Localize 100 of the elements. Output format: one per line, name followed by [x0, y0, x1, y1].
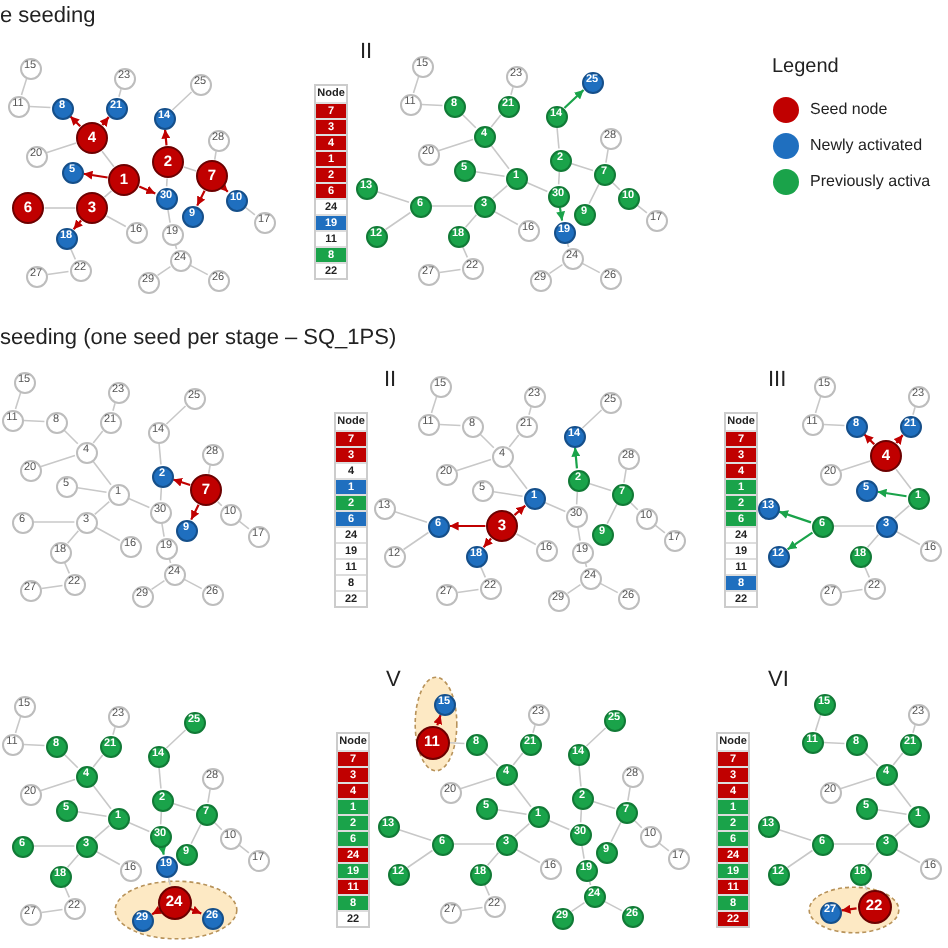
connector-line [430, 396, 438, 414]
panel-label: II [384, 368, 397, 392]
panel-label: III [768, 368, 787, 392]
connector-line [20, 78, 28, 96]
connector-line [105, 215, 127, 228]
connector-line [496, 808, 528, 816]
connector-line [165, 729, 187, 749]
connector-line [127, 821, 151, 833]
connector-line [464, 213, 478, 229]
arrow [172, 477, 191, 487]
connector-line [778, 828, 812, 842]
connector-line [183, 578, 203, 590]
connector-line [76, 486, 108, 494]
legend-title: Legend [772, 56, 839, 78]
connector-line [840, 588, 864, 594]
connector-line [22, 743, 46, 747]
connector-line [512, 782, 532, 808]
node-table [724, 412, 758, 608]
connector-line [438, 268, 462, 274]
connector-line [22, 419, 46, 423]
connector-line [557, 170, 561, 186]
connector-line [394, 510, 428, 524]
highlight-ellipse [808, 886, 900, 934]
connector-line [840, 776, 876, 790]
connector-line [577, 526, 581, 542]
arrow [513, 504, 526, 516]
connector-line [599, 582, 619, 594]
connector-line [92, 784, 112, 810]
arrow [99, 116, 110, 127]
connector-line [474, 170, 506, 178]
connector-line [438, 423, 462, 427]
arrow [893, 434, 904, 445]
connector-line [92, 754, 104, 768]
connector-line [207, 788, 211, 804]
connector-line [150, 579, 166, 591]
node-table [336, 732, 370, 928]
connector-line [158, 766, 162, 790]
connector-line [174, 244, 178, 250]
connector-line [103, 190, 113, 198]
connector-line [570, 901, 586, 913]
connector-line [165, 405, 187, 425]
connector-line [525, 181, 549, 193]
connector-line [493, 210, 519, 226]
connector-line [14, 392, 22, 410]
connector-line [402, 531, 430, 551]
highlight-ellipse [114, 880, 238, 940]
connector-line [570, 162, 594, 172]
panel-label: VI [768, 668, 789, 692]
connector-line [127, 497, 151, 509]
connector-line [515, 533, 537, 546]
arrow [449, 521, 486, 531]
arrow [161, 129, 171, 146]
connector-line [585, 727, 607, 747]
connector-line [190, 823, 202, 845]
connector-line [822, 741, 846, 745]
connector-line [633, 819, 643, 829]
connector-line [159, 486, 163, 502]
connector-line [610, 821, 622, 843]
connector-line [588, 183, 600, 205]
connector-line [207, 464, 211, 475]
connector-line [543, 501, 567, 513]
connector-line [101, 150, 115, 168]
arrow [151, 906, 163, 916]
connector-line [63, 753, 79, 769]
node-table [716, 732, 750, 928]
connector-line [28, 105, 52, 109]
connector-line [172, 802, 196, 812]
connector-line [165, 177, 168, 188]
connector-line [832, 525, 876, 527]
connector-line [492, 490, 524, 498]
title: seeding (one seed per stage – SQ_1PS) [0, 326, 397, 350]
connector-line [460, 776, 496, 790]
arrow [190, 504, 200, 521]
connector-line [456, 458, 492, 472]
connector-line [167, 208, 171, 224]
connector-line [581, 844, 585, 860]
connector-line [161, 522, 165, 538]
connector-line [171, 91, 193, 111]
connector-line [508, 464, 528, 490]
connector-line [603, 900, 623, 912]
connector-line [895, 530, 921, 546]
connector-line [384, 211, 412, 231]
arrow [841, 904, 857, 914]
arrow [83, 170, 108, 180]
arrow [556, 207, 566, 221]
connector-line [32, 521, 76, 523]
connector-line [892, 782, 912, 808]
connector-line [76, 810, 108, 818]
connector-line [95, 850, 121, 866]
connector-line [588, 482, 612, 492]
arrow [72, 219, 83, 230]
connector-line [168, 558, 172, 564]
connector-line [398, 828, 432, 842]
title: e seeding [0, 4, 96, 28]
connector-line [592, 800, 616, 810]
connector-line [448, 742, 466, 745]
connector-line [513, 822, 531, 838]
connector-line [159, 810, 163, 826]
connector-line [46, 142, 77, 154]
connector-line [566, 583, 582, 595]
